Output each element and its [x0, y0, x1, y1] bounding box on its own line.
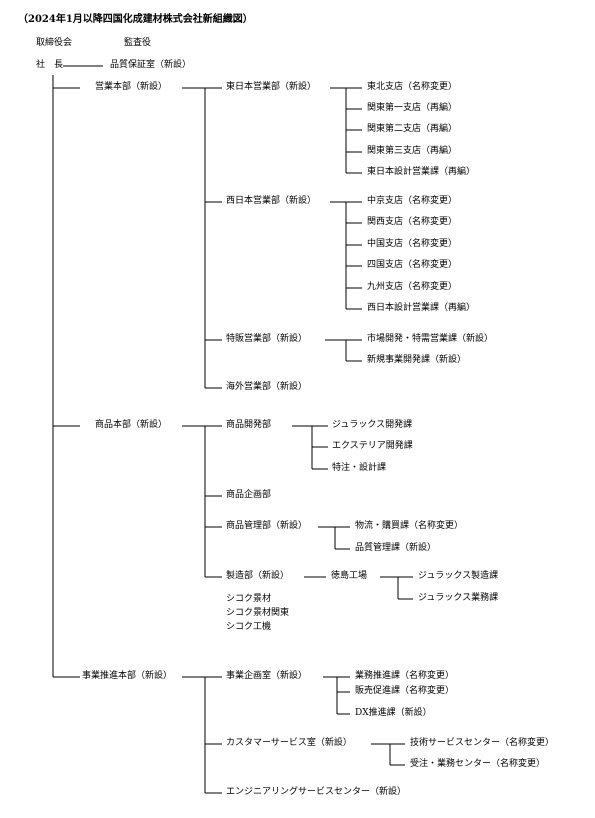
dept-overseas-sales: 海外営業部（新設）: [226, 382, 308, 392]
unit-quality-control: 品質管理課（新設）: [355, 543, 437, 553]
unit-kanto-1-branch: 関東第一支店（再編）: [367, 103, 458, 113]
dept-west-japan-sales: 西日本営業部（新設）: [226, 196, 317, 206]
quality-office: 品質保証室（新設）: [110, 60, 192, 70]
affiliate-shikoku-koki: シコク工機: [226, 622, 272, 632]
unit-order-operations-center: 受注・業務センター（名称変更）: [410, 759, 546, 769]
dept-manufacturing: 製造部（新設）: [226, 571, 290, 581]
unit-jurax-operations: ジュラックス業務課: [418, 593, 499, 603]
dept-engineering-service-center: エンジニアリングサービスセンター（新設）: [226, 787, 407, 797]
dept-product-planning: 商品企画部: [226, 490, 272, 500]
chart-title: （2024年1月以降四国化成建材株式会社新組織図）: [18, 14, 253, 25]
president-label: 社 長: [36, 60, 64, 70]
dept-east-japan-sales: 東日本営業部（新設）: [226, 82, 317, 92]
dept-product-development: 商品開発部: [226, 420, 272, 430]
affiliate-shikoku-keizai-kanto: シコク景材関東: [226, 608, 290, 618]
unit-east-design-sales: 東日本設計営業課（再編）: [367, 167, 476, 177]
dept-product-management: 商品管理部（新設）: [226, 521, 308, 531]
dept-customer-service: カスタマーサービス室（新設）: [226, 738, 352, 748]
division-business-promotion: 事業推進本部（新設）: [82, 671, 173, 681]
unit-jurax-manufacturing: ジュラックス製造課: [418, 571, 499, 581]
unit-tohoku-branch: 東北支店（名称変更）: [367, 82, 458, 92]
unit-kansai-branch: 関西支店（名称変更）: [367, 217, 458, 227]
board-label: 取締役会: [36, 38, 73, 48]
unit-new-business: 新規事業開発課（新設）: [367, 355, 467, 365]
unit-kyushu-branch: 九州支店（名称変更）: [367, 282, 458, 292]
dept-special-sales: 特販営業部（新設）: [226, 334, 308, 344]
unit-sales-promotion: 販売促進課（名称変更）: [355, 686, 455, 696]
unit-west-design-sales: 西日本設計営業課（再編）: [367, 303, 476, 313]
tokushima-factory: 徳島工場: [331, 571, 368, 581]
division-products: 商品本部（新設）: [95, 420, 168, 430]
unit-kanto-3-branch: 関東第三支店（再編）: [367, 146, 458, 156]
unit-chukyo-branch: 中京支店（名称変更）: [367, 196, 458, 206]
unit-kanto-2-branch: 関東第二支店（再編）: [367, 124, 458, 134]
unit-chugoku-branch: 中国支店（名称変更）: [367, 239, 458, 249]
unit-dx-promotion: DX推進課（新設）: [355, 708, 432, 718]
auditor-label: 監査役: [124, 38, 152, 48]
unit-jurax-development: ジュラックス開発課: [332, 420, 413, 430]
unit-market-development: 市場開発・特需営業課（新設）: [367, 334, 494, 344]
unit-logistics-purchasing: 物流・購買課（名称変更）: [355, 521, 464, 531]
unit-business-promotion: 業務推進課（名称変更）: [355, 671, 455, 681]
unit-technical-service-center: 技術サービスセンター（名称変更）: [410, 738, 555, 748]
affiliate-shikoku-keizai: シコク景材: [226, 594, 272, 604]
division-sales: 営業本部（新設）: [95, 82, 168, 92]
unit-custom-design: 特注・設計課: [332, 463, 387, 473]
unit-shikoku-branch: 四国支店（名称変更）: [367, 260, 458, 270]
dept-business-planning: 事業企画室（新設）: [226, 671, 308, 681]
unit-exterior-development: エクステリア開発課: [332, 441, 413, 451]
